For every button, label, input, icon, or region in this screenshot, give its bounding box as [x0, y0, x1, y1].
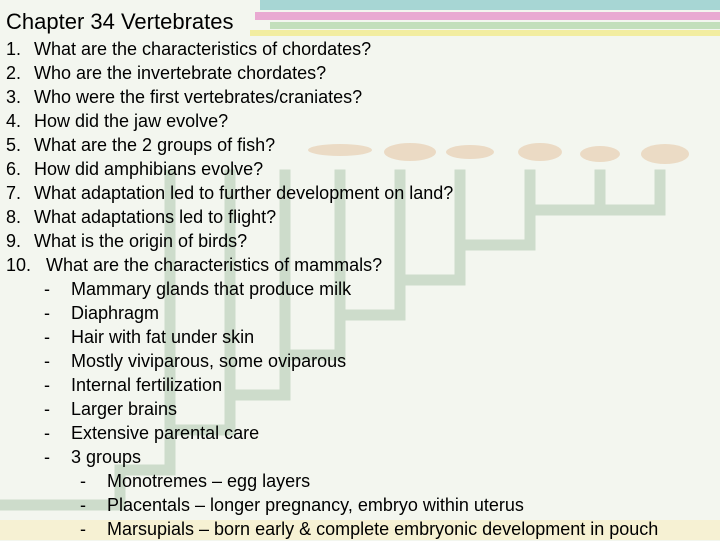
list-item: -Placentals – longer pregnancy, embryo w…: [80, 495, 524, 515]
list-item: -Extensive parental care: [44, 423, 260, 443]
list-item: 2.Who are the invertebrate chordates?: [6, 63, 327, 83]
list-item: 8.What adaptations led to flight?: [6, 207, 277, 227]
slide-title: Chapter 34 Vertebrates: [6, 9, 234, 34]
list-item: -3 groups: [44, 447, 142, 467]
list-item: -Hair with fat under skin: [44, 327, 255, 347]
list-item: -Monotremes – egg layers: [80, 471, 311, 491]
list-item: 7.What adaptation led to further develop…: [6, 183, 454, 203]
list-item: -Internal fertilization: [44, 375, 223, 395]
list-item: -Marsupials – born early & complete embr…: [80, 519, 659, 539]
list-item: 9.What is the origin of birds?: [6, 231, 248, 251]
list-item: 3.Who were the first vertebrates/craniat…: [6, 87, 363, 107]
list-item: 5.What are the 2 groups of fish?: [6, 135, 276, 155]
list-item: -Mostly viviparous, some oviparous: [44, 351, 347, 371]
list-item: -Larger brains: [44, 399, 178, 419]
list-item: 4.How did the jaw evolve?: [6, 111, 229, 131]
list-item: 10.What are the characteristics of mamma…: [6, 255, 383, 275]
list-item: 6.How did amphibians evolve?: [6, 159, 264, 179]
list-item: 1.What are the characteristics of chorda…: [6, 39, 372, 59]
list-item: -Diaphragm: [44, 303, 160, 323]
list-item: -Mammary glands that produce milk: [44, 279, 352, 299]
